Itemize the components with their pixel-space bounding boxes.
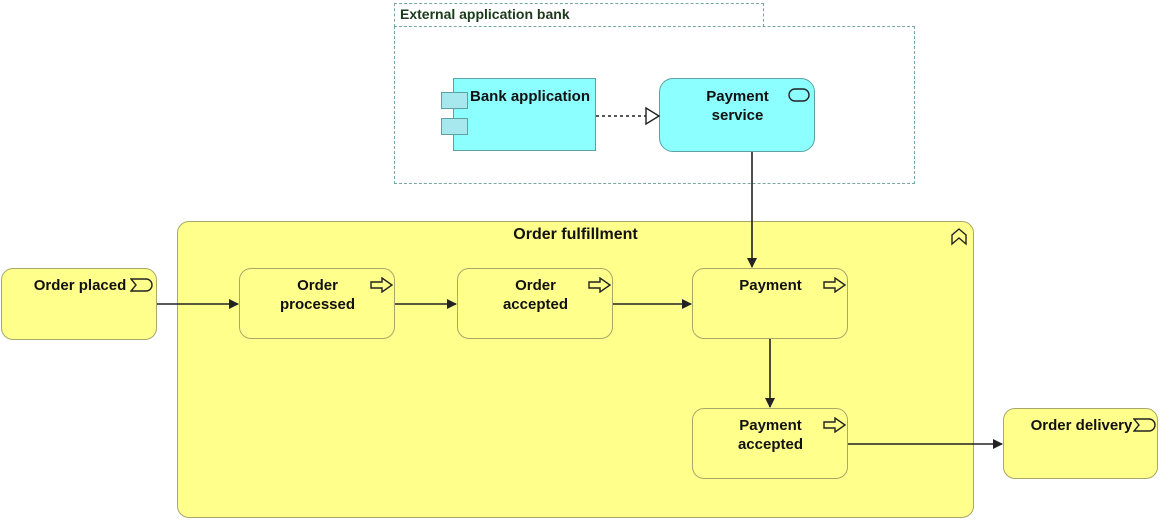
payment-accepted-process[interactable] bbox=[692, 408, 848, 479]
payment-process[interactable] bbox=[692, 268, 848, 339]
component-icon bbox=[441, 92, 468, 109]
order-delivery-label: Order delivery bbox=[1030, 417, 1133, 434]
realization-arrowhead bbox=[645, 106, 661, 126]
payment-service-label: Payment service bbox=[706, 88, 769, 124]
external-group-title: External application bank bbox=[400, 6, 570, 22]
payment-accepted-label: Payment accepted bbox=[737, 417, 804, 453]
component-icon-lower bbox=[441, 118, 468, 135]
order-accepted-label: Order accepted bbox=[502, 277, 569, 313]
event-icon bbox=[130, 278, 153, 292]
process-arrow-icon bbox=[823, 277, 847, 293]
external-group-frame[interactable] bbox=[394, 26, 915, 184]
payment-label: Payment bbox=[739, 277, 802, 294]
external-group-tab bbox=[394, 3, 764, 27]
payment-service-node[interactable] bbox=[659, 78, 815, 152]
order-accepted-process[interactable] bbox=[457, 268, 613, 339]
bank-application-label: Bank application bbox=[469, 88, 591, 105]
order-placed-label: Order placed bbox=[33, 277, 127, 294]
process-arrow-icon bbox=[588, 277, 612, 293]
bank-application-node[interactable] bbox=[453, 78, 596, 151]
order-processed-process[interactable] bbox=[239, 268, 395, 339]
process-arrow-icon bbox=[370, 277, 394, 293]
order-processed-label: Order processed bbox=[279, 277, 356, 313]
event-icon bbox=[1133, 418, 1156, 432]
function-icon bbox=[951, 228, 967, 246]
order-delivery-event[interactable] bbox=[1003, 408, 1158, 479]
service-icon bbox=[788, 88, 810, 102]
process-arrow-icon bbox=[823, 417, 847, 433]
order-fulfillment-title: Order fulfillment bbox=[513, 226, 638, 243]
